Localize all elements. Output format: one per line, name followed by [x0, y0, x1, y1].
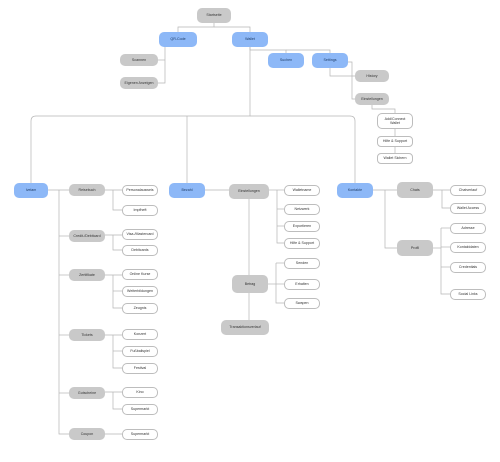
node-supermarkt-1: Supermarkt [122, 404, 158, 415]
node-startseite: Startseite [197, 8, 231, 23]
node-exportieren: Exportieren [284, 221, 320, 232]
connector-line [329, 68, 355, 77]
connector-line [177, 23, 215, 32]
node-festival: Festival [122, 363, 158, 374]
connector-line [30, 47, 251, 183]
node-konzert: Konzert [122, 329, 158, 340]
connector-line [112, 190, 122, 211]
connector-line [286, 49, 331, 53]
node-debitcards: Debitcards [122, 245, 158, 256]
node-gutscheine: Gutscheine [69, 387, 105, 399]
node-weiterbildungen: Weiterbildungen [122, 286, 158, 297]
node-betrag: Betrag [232, 275, 268, 293]
connector-line [441, 190, 450, 209]
node-reisebuch: Reisebuch [69, 184, 105, 196]
node-swapen: Swapen [284, 298, 320, 309]
node-coupon: Coupon [69, 428, 105, 440]
node-social-links: Social Links [450, 289, 486, 300]
node-hilfe-support-top: Hilfe & Support [377, 136, 413, 147]
node-history: History [355, 70, 389, 82]
node-visa-mastercard: Visa-/Mastercard [122, 229, 158, 240]
node-eigenen-anzeigen: Eigenen Anzeigen [120, 77, 158, 89]
node-bezahl: Bezahl [169, 183, 205, 198]
connector-line [112, 335, 122, 369]
node-credentials: Credentials [450, 262, 486, 273]
node-erhalten: Erhalten [284, 279, 320, 290]
connector-line [348, 61, 355, 100]
node-wallet-access: Wallet Access [450, 203, 486, 214]
node-senden: Senden [284, 258, 320, 269]
connector-line [158, 47, 166, 84]
node-add-connect-wallet: Add/Connect Wallet [377, 113, 413, 129]
connector-line [384, 190, 397, 249]
connector-line [58, 190, 69, 435]
connector-line [112, 275, 122, 309]
node-suchen: Suchen [268, 53, 304, 68]
node-qr-code: QR-Code [159, 32, 197, 47]
node-scannen: Scannen [120, 54, 158, 66]
node-credit-debitcard: Credit-/Debitcard [69, 230, 105, 242]
connector-line [214, 26, 251, 32]
node-online-kurse: Online Kurse [122, 269, 158, 280]
node-chats: Chats [397, 182, 433, 198]
connector-line [440, 228, 450, 295]
node-netzwerk: Netzwerk [284, 204, 320, 215]
node-ivelam: Ivelam [14, 183, 48, 198]
node-tickets: Tickets [69, 329, 105, 341]
node-supermarkt-2: Supermarkt [122, 429, 158, 440]
connector-line [112, 392, 122, 410]
connector-line [276, 190, 284, 244]
node-transaktionsverlauf: Transaktionsverlauf [221, 320, 269, 335]
connector-line [371, 105, 396, 113]
node-settings: Settings [312, 53, 348, 68]
node-zertifikate: Zertifikate [69, 269, 105, 281]
node-profil: Profil [397, 240, 433, 256]
node-zeugnis: Zeugnis [122, 303, 158, 314]
node-kontakte: Kontakte [337, 183, 373, 198]
node-adresse: Adresse [450, 223, 486, 234]
node-fussballspiel: Fußballspiel [122, 346, 158, 357]
connector-line [112, 235, 122, 251]
node-chatverlauf: Chatverlauf [450, 185, 486, 196]
connector-line [250, 115, 356, 183]
node-einstellungen-top: Einstellungen [355, 93, 389, 105]
connector-line [275, 263, 284, 304]
node-kontaktdaten: Kontaktdaten [450, 242, 486, 253]
node-personalausweis: Personalausweis [122, 185, 158, 196]
node-impfheft: Impfheft [122, 205, 158, 216]
node-einstellungen-mid: Einstellungen [229, 184, 269, 199]
node-walletname: Walletname [284, 185, 320, 196]
node-wallet: Wallet [232, 32, 268, 47]
node-kino: Kino [122, 387, 158, 398]
node-hilfe-support-mid: Hilfe & Support [284, 238, 320, 249]
node-wallet-sichern: Wallet Sichern [377, 153, 413, 164]
